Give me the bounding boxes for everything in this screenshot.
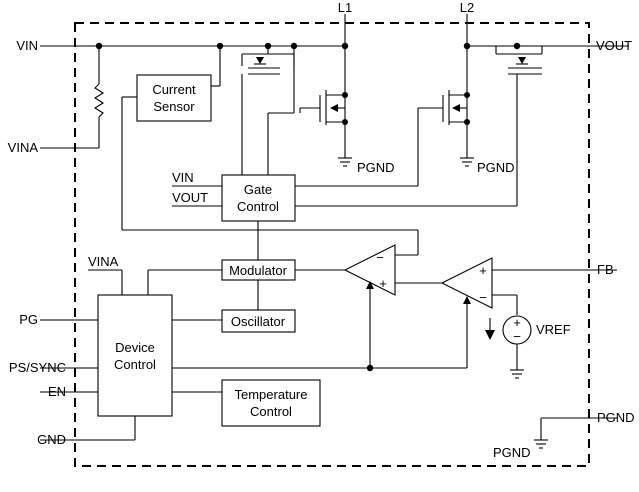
sense-mosfet-1 — [241, 46, 295, 178]
pin-gnd: GND — [37, 432, 66, 447]
vout-rail — [295, 14, 629, 207]
vref-label: VREF — [536, 322, 571, 337]
pgnd-label-1: PGND — [357, 160, 395, 175]
l1-pin-label: L1 — [338, 0, 352, 15]
l2-pin-label: L2 — [460, 0, 474, 15]
pin-vout: VOUT — [596, 38, 632, 53]
modulator-block: Modulator — [147, 259, 345, 310]
pin-pgnd: PGND — [597, 410, 635, 425]
pgnd-label-3: PGND — [493, 445, 531, 460]
comparator-minus: − — [376, 250, 384, 265]
current-sensor-label-2: Sensor — [153, 99, 195, 114]
power-mosfet-2 — [295, 90, 474, 187]
oscillator-label: Oscillator — [231, 314, 286, 329]
gate-control-label-1: Gate — [244, 182, 272, 197]
gate-control-label-2: Control — [237, 199, 279, 214]
gate-vin-label: VIN — [172, 170, 194, 185]
current-sensor-label-1: Current — [152, 82, 196, 97]
gate-control-block: Gate Control — [172, 174, 296, 260]
pin-en: EN — [48, 384, 66, 399]
temperature-control-label-1: Temperature — [235, 387, 308, 402]
device-boundary — [74, 22, 590, 467]
error-amp-plus: + — [479, 263, 487, 278]
pin-fb: FB — [597, 262, 614, 277]
pin-vina: VINA — [8, 140, 39, 155]
vref-plus: + — [513, 315, 521, 330]
pwm-comparator: − + — [343, 244, 442, 368]
comparator-plus: + — [379, 276, 387, 291]
vref-source: + − — [485, 315, 532, 379]
device-control-block: Device Control — [40, 269, 467, 441]
gate-vout-label: VOUT — [172, 190, 208, 205]
pin-pg: PG — [19, 312, 38, 327]
current-sensor-block: Current Sensor — [121, 46, 419, 256]
temperature-control-label-2: Control — [250, 404, 292, 419]
modulator-label: Modulator — [229, 263, 287, 278]
pin-vin: VIN — [16, 38, 38, 53]
oscillator-block: Oscillator — [172, 309, 296, 333]
vina-resistor — [40, 46, 105, 149]
vref-minus: − — [513, 329, 521, 344]
device-control-label-2: Control — [114, 357, 156, 372]
device-control-label-1: Device — [115, 340, 155, 355]
error-amplifier: + − — [440, 257, 617, 368]
pgnd-pin-branch — [534, 417, 617, 449]
pin-ps-sync: PS/SYNC — [9, 360, 66, 375]
temperature-control-block: Temperature Control — [221, 379, 321, 427]
error-amp-minus: − — [479, 290, 487, 305]
pgnd-label-2: PGND — [477, 160, 515, 175]
vin-rail — [40, 14, 349, 50]
device-vina-label: VINA — [88, 254, 119, 269]
power-mosfet-1 — [299, 46, 352, 167]
